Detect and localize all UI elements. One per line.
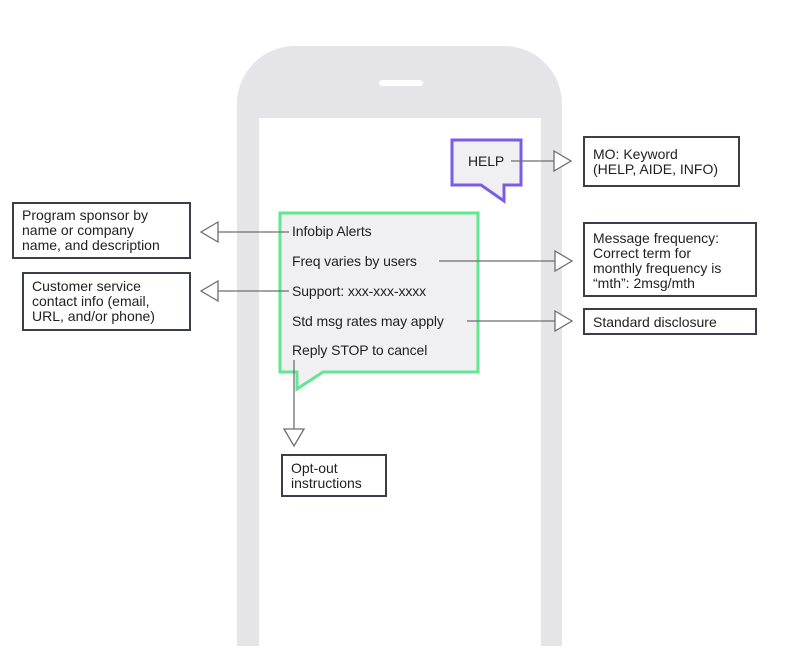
label-mo-keyword: MO: Keyword (HELP, AIDE, INFO)	[583, 136, 740, 187]
label-opt-out: Opt-out instructions	[281, 454, 387, 497]
message-bubble	[278, 211, 480, 392]
help-bubble	[450, 138, 523, 204]
help-bubble-text: HELP	[468, 153, 505, 169]
label-customer-service-text: Customer service contact info (email, UR…	[32, 278, 155, 324]
label-standard-disclosure: Standard disclosure	[583, 308, 757, 335]
label-message-frequency-text: Message frequency: Correct term for mont…	[593, 230, 722, 291]
message-line-rates: Std msg rates may apply	[292, 313, 444, 329]
message-line-sponsor: Infobip Alerts	[292, 223, 372, 239]
label-customer-service: Customer service contact info (email, UR…	[22, 272, 191, 331]
phone-speaker	[379, 80, 423, 86]
diagram-overlay	[199, 138, 574, 448]
arrowhead-right-icon	[554, 249, 574, 273]
label-standard-disclosure-text: Standard disclosure	[593, 314, 717, 330]
phone-screen	[259, 118, 541, 658]
arrowhead-left-icon	[199, 279, 219, 303]
label-message-frequency: Message frequency: Correct term for mont…	[583, 222, 757, 297]
message-line-opt-out: Reply STOP to cancel	[292, 342, 428, 358]
arrowhead-left-icon	[199, 220, 219, 244]
label-opt-out-text: Opt-out instructions	[291, 460, 362, 491]
label-mo-keyword-text: MO: Keyword (HELP, AIDE, INFO)	[593, 146, 718, 177]
arrowhead-right-icon	[553, 149, 573, 173]
arrowhead-right-icon	[554, 309, 574, 333]
arrowhead-down-icon	[282, 428, 306, 448]
message-line-support: Support: xxx-xxx-xxxx	[292, 283, 427, 299]
label-program-sponsor-text: Program sponsor by name or company name,…	[22, 207, 160, 253]
message-line-frequency: Freq varies by users	[292, 253, 417, 269]
label-program-sponsor: Program sponsor by name or company name,…	[12, 202, 191, 259]
